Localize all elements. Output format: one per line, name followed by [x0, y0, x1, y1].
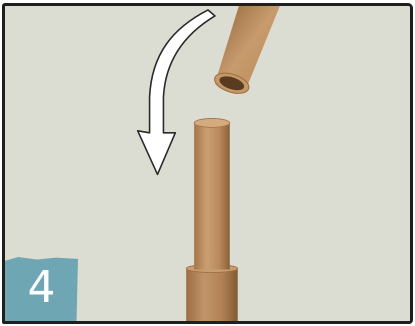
- step-number-badge: 4: [5, 257, 78, 321]
- illustration-panel: 4: [2, 3, 413, 324]
